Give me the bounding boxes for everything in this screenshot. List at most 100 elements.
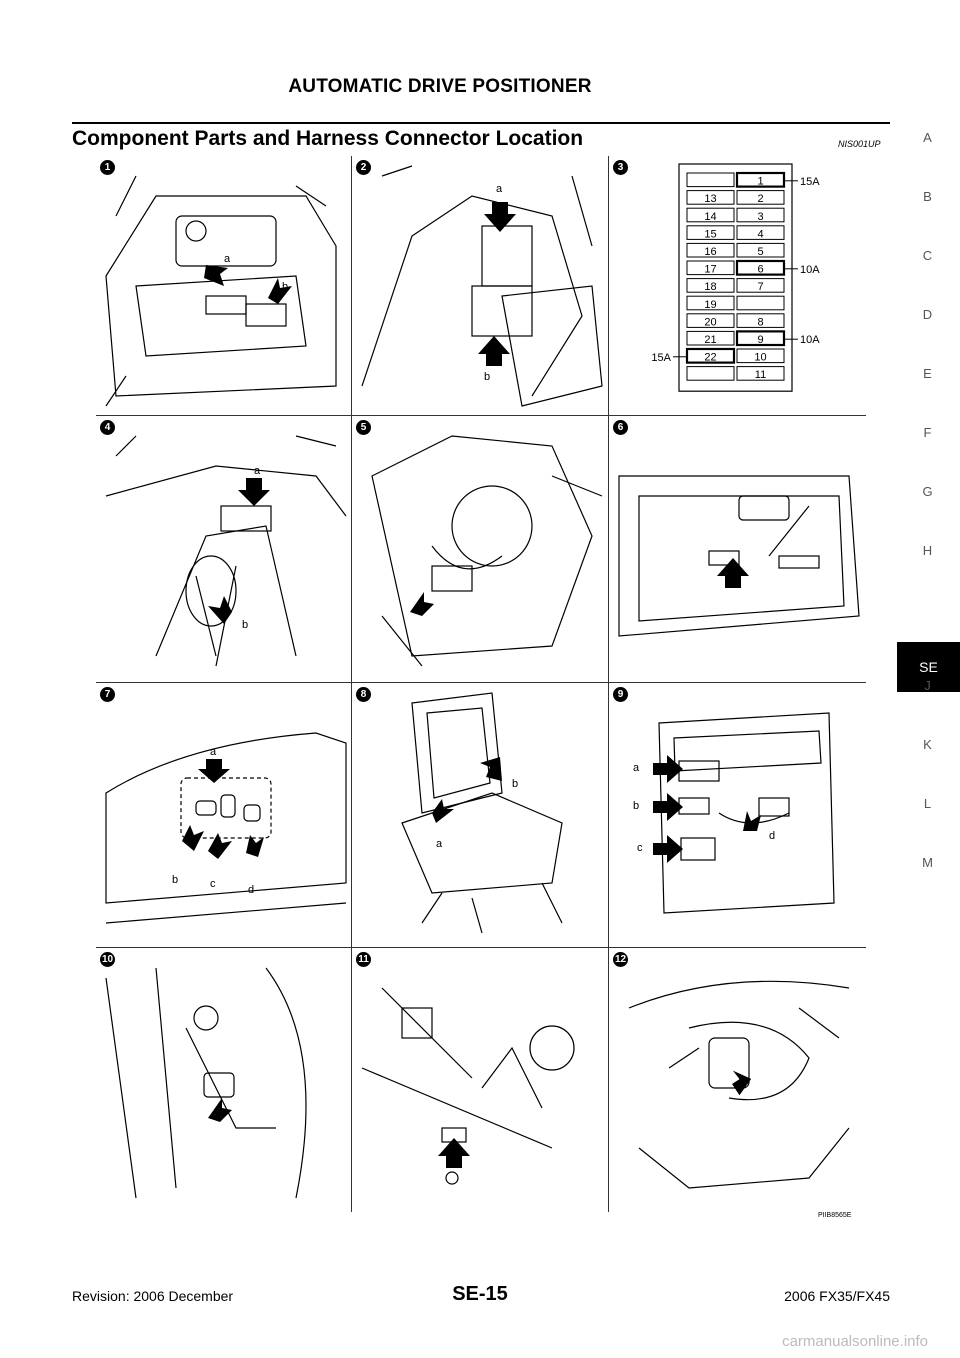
- fuse-block-frame: [678, 163, 793, 392]
- fuse-number: 11: [755, 369, 766, 381]
- fuse-slot-left-7: [686, 295, 735, 311]
- fig7-label-a: a: [210, 746, 217, 758]
- fig9-label-d: d: [769, 830, 775, 842]
- fuse-number: 9: [757, 334, 763, 346]
- side-nav-item-m[interactable]: M: [922, 855, 933, 870]
- figure-number-1: 1: [100, 160, 115, 175]
- figure-number-2: 2: [356, 160, 371, 175]
- side-nav-item-g[interactable]: G: [922, 484, 933, 499]
- side-nav-active-se[interactable]: SE: [897, 642, 960, 692]
- watermark: carmanualsonline.info: [782, 1333, 928, 1350]
- fuse-slot-right-1: [736, 190, 785, 205]
- figure-number-11: 11: [356, 952, 371, 967]
- fuse-slot-right-2: [736, 207, 785, 223]
- side-nav-item-f[interactable]: F: [923, 425, 932, 440]
- fig8-label-b: b: [512, 778, 518, 790]
- figure-cell-1: a b 1: [96, 156, 351, 415]
- side-nav-item-h[interactable]: H: [922, 543, 933, 558]
- fuse-slot-left-3: [686, 225, 735, 240]
- side-nav-item-c[interactable]: C: [922, 248, 933, 263]
- fig7-drawing: a b c d: [105, 732, 347, 924]
- page-header-title: AUTOMATIC DRIVE POSITIONER: [288, 76, 592, 97]
- amp-label: 10A: [800, 334, 820, 346]
- fig5-drawing: [371, 435, 603, 667]
- fuse-number: 4: [757, 228, 763, 240]
- fuse-number: 20: [704, 316, 716, 328]
- figure-cell-10: 10: [96, 948, 351, 1212]
- fig1-label-a: a: [224, 253, 231, 265]
- fuse-slot-right-7: [736, 295, 785, 311]
- side-nav-item-k[interactable]: K: [923, 737, 932, 752]
- fuse-number: 1: [757, 176, 763, 188]
- fuse-slot-right-6: [736, 278, 785, 293]
- fuse-slot-left-4: [686, 242, 735, 258]
- fig7-label-c: c: [210, 878, 216, 890]
- header-rule: [72, 122, 890, 124]
- fuse-number: 17: [704, 264, 716, 276]
- side-nav-item-e[interactable]: E: [923, 366, 932, 381]
- grid-divider-v2: [608, 156, 609, 1212]
- fuse-slot-right-5: [735, 259, 786, 276]
- fuse-number: 8: [757, 316, 763, 328]
- side-nav-item-d[interactable]: D: [922, 307, 933, 322]
- figure-cell-9: a b c d 9: [609, 683, 866, 947]
- figure-cell-2: a b 2: [352, 156, 608, 415]
- grid-divider-h1: [96, 415, 866, 416]
- fig12-drawing: [628, 980, 850, 1189]
- figure-number-6: 6: [613, 420, 628, 435]
- section-code: NIS001UP: [838, 139, 881, 149]
- fuse-number: 19: [704, 299, 716, 311]
- side-nav-item-a[interactable]: A: [923, 130, 932, 145]
- fig1-drawing: a b: [105, 175, 337, 407]
- fig7-label-b: b: [172, 874, 178, 886]
- fuse-number: 13: [704, 193, 716, 205]
- figure-number-8: 8: [356, 687, 371, 702]
- side-nav-item-j[interactable]: J: [924, 678, 931, 693]
- fig10-drawing: [105, 967, 307, 1199]
- figure-cell-11: 11: [352, 948, 608, 1212]
- fuse-slot-right-3: [736, 225, 785, 240]
- section-title: Component Parts and Harness Connector Lo…: [72, 127, 584, 150]
- fuse-slot-right-11: [736, 366, 785, 381]
- fig2-label-b: b: [484, 371, 490, 383]
- fig9-label-b: b: [633, 800, 639, 812]
- fuse-slot-left-9: [686, 330, 735, 346]
- fig2-label-a: a: [496, 183, 503, 195]
- figure-number-3: 3: [613, 160, 628, 175]
- fuse-number: 14: [704, 211, 716, 223]
- fuse-slot-left-1: [686, 190, 735, 205]
- fig9-label-c: c: [637, 842, 643, 854]
- fig4-label-b: b: [242, 619, 248, 631]
- figure-id: PIIB8565E: [818, 1212, 852, 1219]
- figure-number-12: 12: [613, 952, 628, 967]
- footer-revision: Revision: 2006 December: [72, 1288, 234, 1304]
- fuse-number: 15: [704, 228, 716, 240]
- side-nav-item-b[interactable]: B: [923, 189, 932, 204]
- footer-model: 2006 FX35/FX45: [784, 1288, 890, 1304]
- fuse-slot-left-11: [686, 366, 735, 381]
- fig8-label-a: a: [436, 838, 443, 850]
- fuse-slot-right-0: [735, 171, 786, 188]
- fuse-slot-left-2: [686, 207, 735, 223]
- figure-number-5: 5: [356, 420, 371, 435]
- fuse-number: 5: [757, 246, 763, 258]
- fuse-number: 21: [704, 334, 716, 346]
- figure-number-4: 4: [100, 420, 115, 435]
- fig4-drawing: a b: [105, 435, 347, 667]
- fuse-slot-right-4: [736, 242, 785, 258]
- side-nav-item-l[interactable]: L: [923, 796, 932, 811]
- fuse-number: 2: [757, 193, 763, 205]
- fuse-number: 10: [754, 352, 766, 364]
- figure-number-9: 9: [613, 687, 628, 702]
- fig8-drawing: b a: [401, 692, 563, 934]
- amp-label: 15A: [651, 352, 671, 364]
- grid-divider-h2: [96, 682, 866, 683]
- fig4-label-a: a: [254, 465, 261, 477]
- fuse-slot-left-5: [686, 260, 735, 276]
- fuse-slot-right-9: [735, 330, 786, 347]
- fuse-slot-right-8: [736, 313, 785, 328]
- figure-cell-4: a b 4: [96, 416, 351, 682]
- figure-cell-12: 12: [609, 948, 866, 1212]
